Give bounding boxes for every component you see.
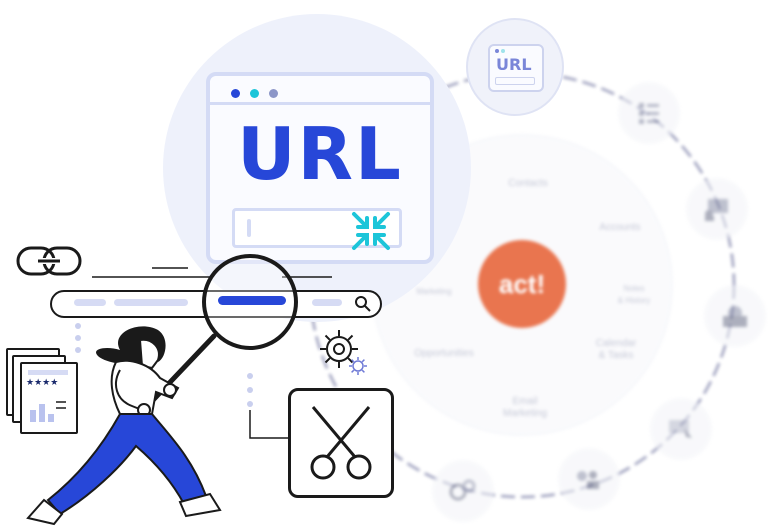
gear-icon	[320, 330, 358, 368]
wheel-node-presentation-icon	[686, 178, 748, 240]
act-logo: act!	[478, 240, 566, 328]
wheel-label-marketing: Marketing	[416, 287, 452, 296]
wheel-label-opportunities: Opportunities	[414, 348, 474, 359]
mini-url-text: URL	[496, 55, 532, 74]
compress-icon	[352, 212, 390, 250]
search-bar	[50, 290, 382, 318]
scissors-card	[288, 388, 394, 498]
mini-url-window: URL	[488, 44, 544, 92]
window-dot-blue	[231, 89, 240, 98]
window-dot-cyan	[250, 89, 259, 98]
small-gear-icon	[349, 357, 367, 375]
wheel-node-url: URL	[466, 18, 564, 116]
connector-line	[249, 410, 288, 439]
magnifying-glass-icon	[133, 254, 298, 421]
url-heading: URL	[237, 112, 403, 196]
window-dot-grey	[269, 89, 278, 98]
wheel-label-notes: Notes & History	[617, 284, 651, 305]
dotted-connectors	[75, 323, 253, 407]
wheel-label-contacts: Contacts	[508, 178, 548, 189]
wheel-node-list-icon	[618, 82, 680, 144]
wheel-label-calendar: Calendar & Tasks	[595, 338, 637, 361]
wheel-node-gears-icon	[432, 460, 494, 522]
wheel-node-user-gear-icon	[558, 448, 620, 510]
review-card: ★★★★	[20, 362, 78, 434]
wheel-node-mail-icon	[704, 285, 766, 347]
wheel-label-email: Email Marketing	[503, 396, 547, 419]
wheel-label-accounts: Accounts	[599, 222, 641, 233]
scissors-icon	[310, 406, 372, 480]
wheel-node-pointer-icon	[650, 398, 712, 460]
chart-thumbnail-icon	[30, 401, 66, 422]
rating-stars: ★★★★	[26, 378, 59, 388]
link-icon	[16, 246, 82, 276]
search-icon	[355, 296, 371, 312]
woman-figure	[26, 326, 222, 526]
url-window: URL	[206, 72, 434, 264]
